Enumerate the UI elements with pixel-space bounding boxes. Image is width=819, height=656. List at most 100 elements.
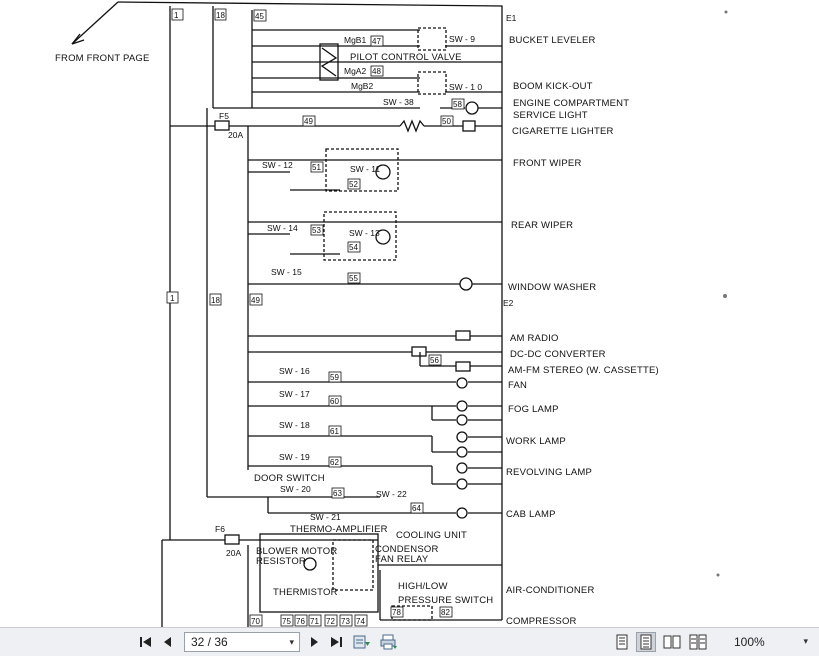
zoom-value: 100%: [734, 635, 765, 649]
label-window-washer: WINDOW WASHER: [508, 282, 596, 293]
label-fan-relay: FAN RELAY: [375, 554, 429, 565]
document-viewer[interactable]: E1 E2 1 18 45 47 48 58 49 50 51 52 53 54…: [0, 0, 819, 627]
wire-number: 53: [312, 226, 321, 235]
switch-sw14: SW - 14: [267, 223, 298, 233]
wire-number: 78: [392, 608, 401, 617]
switch-sw12: SW - 12: [262, 160, 293, 170]
label-thermistor: THERMISTOR: [273, 587, 338, 598]
page-number-input[interactable]: 32 / 36 ▾: [184, 632, 300, 652]
label-air-conditioner: AIR-CONDITIONER: [506, 585, 595, 596]
wire-number: 76: [296, 617, 305, 626]
wire-number: 74: [356, 617, 365, 626]
facing-view-button[interactable]: [662, 632, 682, 652]
wire-number: 71: [310, 617, 319, 626]
wire-number: 70: [251, 617, 260, 626]
fuse-f5-label: F5: [219, 111, 229, 121]
label-blower-motor: BLOWER MOTOR: [256, 546, 337, 557]
valve-mgb2: MgB2: [351, 81, 373, 91]
wire-number: 49: [251, 296, 260, 305]
wire-number: 45: [255, 12, 264, 21]
last-page-button[interactable]: [326, 632, 346, 652]
single-page-view-button[interactable]: [612, 632, 632, 652]
wire-number: 52: [349, 180, 358, 189]
single-page-icon: [616, 634, 628, 650]
facing-pages-icon: [663, 635, 681, 649]
valve-mgb1: MgB1: [344, 35, 366, 45]
wire-number: 61: [330, 427, 339, 436]
print-icon: [380, 634, 397, 650]
facing-continuous-icon: [689, 634, 707, 650]
first-page-button[interactable]: [136, 632, 156, 652]
label-engine-compartment: ENGINE COMPARTMENT: [513, 98, 629, 109]
page-indicator: 32 / 36: [191, 635, 228, 649]
wire-number: 72: [326, 617, 335, 626]
switch-sw10: SW - 1 0: [449, 82, 482, 92]
switch-sw13: SW - 13: [349, 228, 380, 238]
wiring-diagram: E1 E2 1 18 45 47 48 58 49 50 51 52 53 54…: [55, 1, 728, 627]
next-page-button[interactable]: [304, 632, 324, 652]
ground-e1: E1: [506, 13, 517, 23]
print-button[interactable]: [379, 632, 399, 652]
label-service-light: SERVICE LIGHT: [513, 110, 588, 121]
label-pressure-switch: PRESSURE SWITCH: [398, 595, 493, 606]
wire-number: 51: [312, 163, 321, 172]
wire-number: 1: [170, 294, 175, 303]
switch-sw17: SW - 17: [279, 389, 310, 399]
label-fan: FAN: [508, 380, 527, 391]
switch-sw20: SW - 20: [280, 484, 311, 494]
label-revolving-lamp: REVOLVING LAMP: [506, 467, 592, 478]
label-cab-lamp: CAB LAMP: [506, 509, 556, 520]
switch-sw15: SW - 15: [271, 267, 302, 277]
first-page-icon: [140, 637, 151, 647]
chevron-down-icon: ▾: [803, 636, 808, 646]
wire-number: 55: [349, 274, 358, 283]
label-work-lamp: WORK LAMP: [506, 436, 566, 447]
wire-number: 75: [282, 617, 291, 626]
zoom-select[interactable]: 100% ▾: [724, 632, 814, 652]
label-front-wiper: FRONT WIPER: [513, 158, 582, 169]
label-fog-lamp: FOG LAMP: [508, 404, 559, 415]
facing-continuous-view-button[interactable]: [688, 632, 708, 652]
switch-sw16: SW - 16: [279, 366, 310, 376]
ground-e2: E2: [503, 298, 514, 308]
wire-number: 82: [441, 608, 450, 617]
switch-sw11: SW - 11: [350, 164, 380, 174]
label-bucket-leveler: BUCKET LEVELER: [509, 35, 596, 46]
label-thermo-amplifier: THERMO-AMPLIFIER: [290, 524, 388, 535]
last-page-icon: [331, 637, 342, 647]
wire-number: 50: [442, 117, 451, 126]
wire-number: 49: [304, 117, 313, 126]
prev-page-icon: [164, 637, 171, 647]
switch-sw9: SW - 9: [449, 34, 475, 44]
save-as-button[interactable]: [352, 632, 372, 652]
label-door-switch: DOOR SWITCH: [254, 473, 325, 484]
label-cooling-unit: COOLING UNIT: [396, 530, 467, 541]
wire-number: 59: [330, 373, 339, 382]
switch-sw19: SW - 19: [279, 452, 310, 462]
continuous-view-button[interactable]: [636, 632, 656, 652]
fuse-f6-rating: 20A: [226, 548, 241, 558]
wire-number: 48: [372, 67, 381, 76]
label-pilot-control-valve: PILOT CONTROL VALVE: [350, 52, 462, 63]
label-high-low: HIGH/LOW: [398, 581, 448, 592]
label-boom-kick-out: BOOM KICK-OUT: [513, 81, 593, 92]
label-am-fm-stereo: AM-FM STEREO (W. CASSETTE): [508, 365, 659, 376]
label-dc-dc-converter: DC-DC CONVERTER: [510, 349, 606, 360]
valve-mga2: MgA2: [344, 66, 366, 76]
label-am-radio: AM RADIO: [510, 333, 559, 344]
wire-number: 18: [211, 296, 220, 305]
wire-number: 64: [412, 504, 421, 513]
label-cigarette-lighter: CIGARETTE LIGHTER: [512, 126, 614, 137]
label-rear-wiper: REAR WIPER: [511, 220, 573, 231]
viewer-toolbar: 32 / 36 ▾ 100% ▾: [0, 627, 819, 656]
continuous-page-icon: [640, 634, 652, 650]
wire-number: 47: [372, 37, 381, 46]
wire-number: 18: [216, 11, 225, 20]
fuse-f5-rating: 20A: [228, 130, 243, 140]
wire-number: 62: [330, 458, 339, 467]
prev-page-button[interactable]: [158, 632, 178, 652]
chevron-down-icon: ▾: [289, 637, 294, 647]
wire-number: 56: [430, 356, 439, 365]
label-condensor: CONDENSOR: [375, 544, 439, 555]
switch-sw38: SW - 38: [383, 97, 414, 107]
